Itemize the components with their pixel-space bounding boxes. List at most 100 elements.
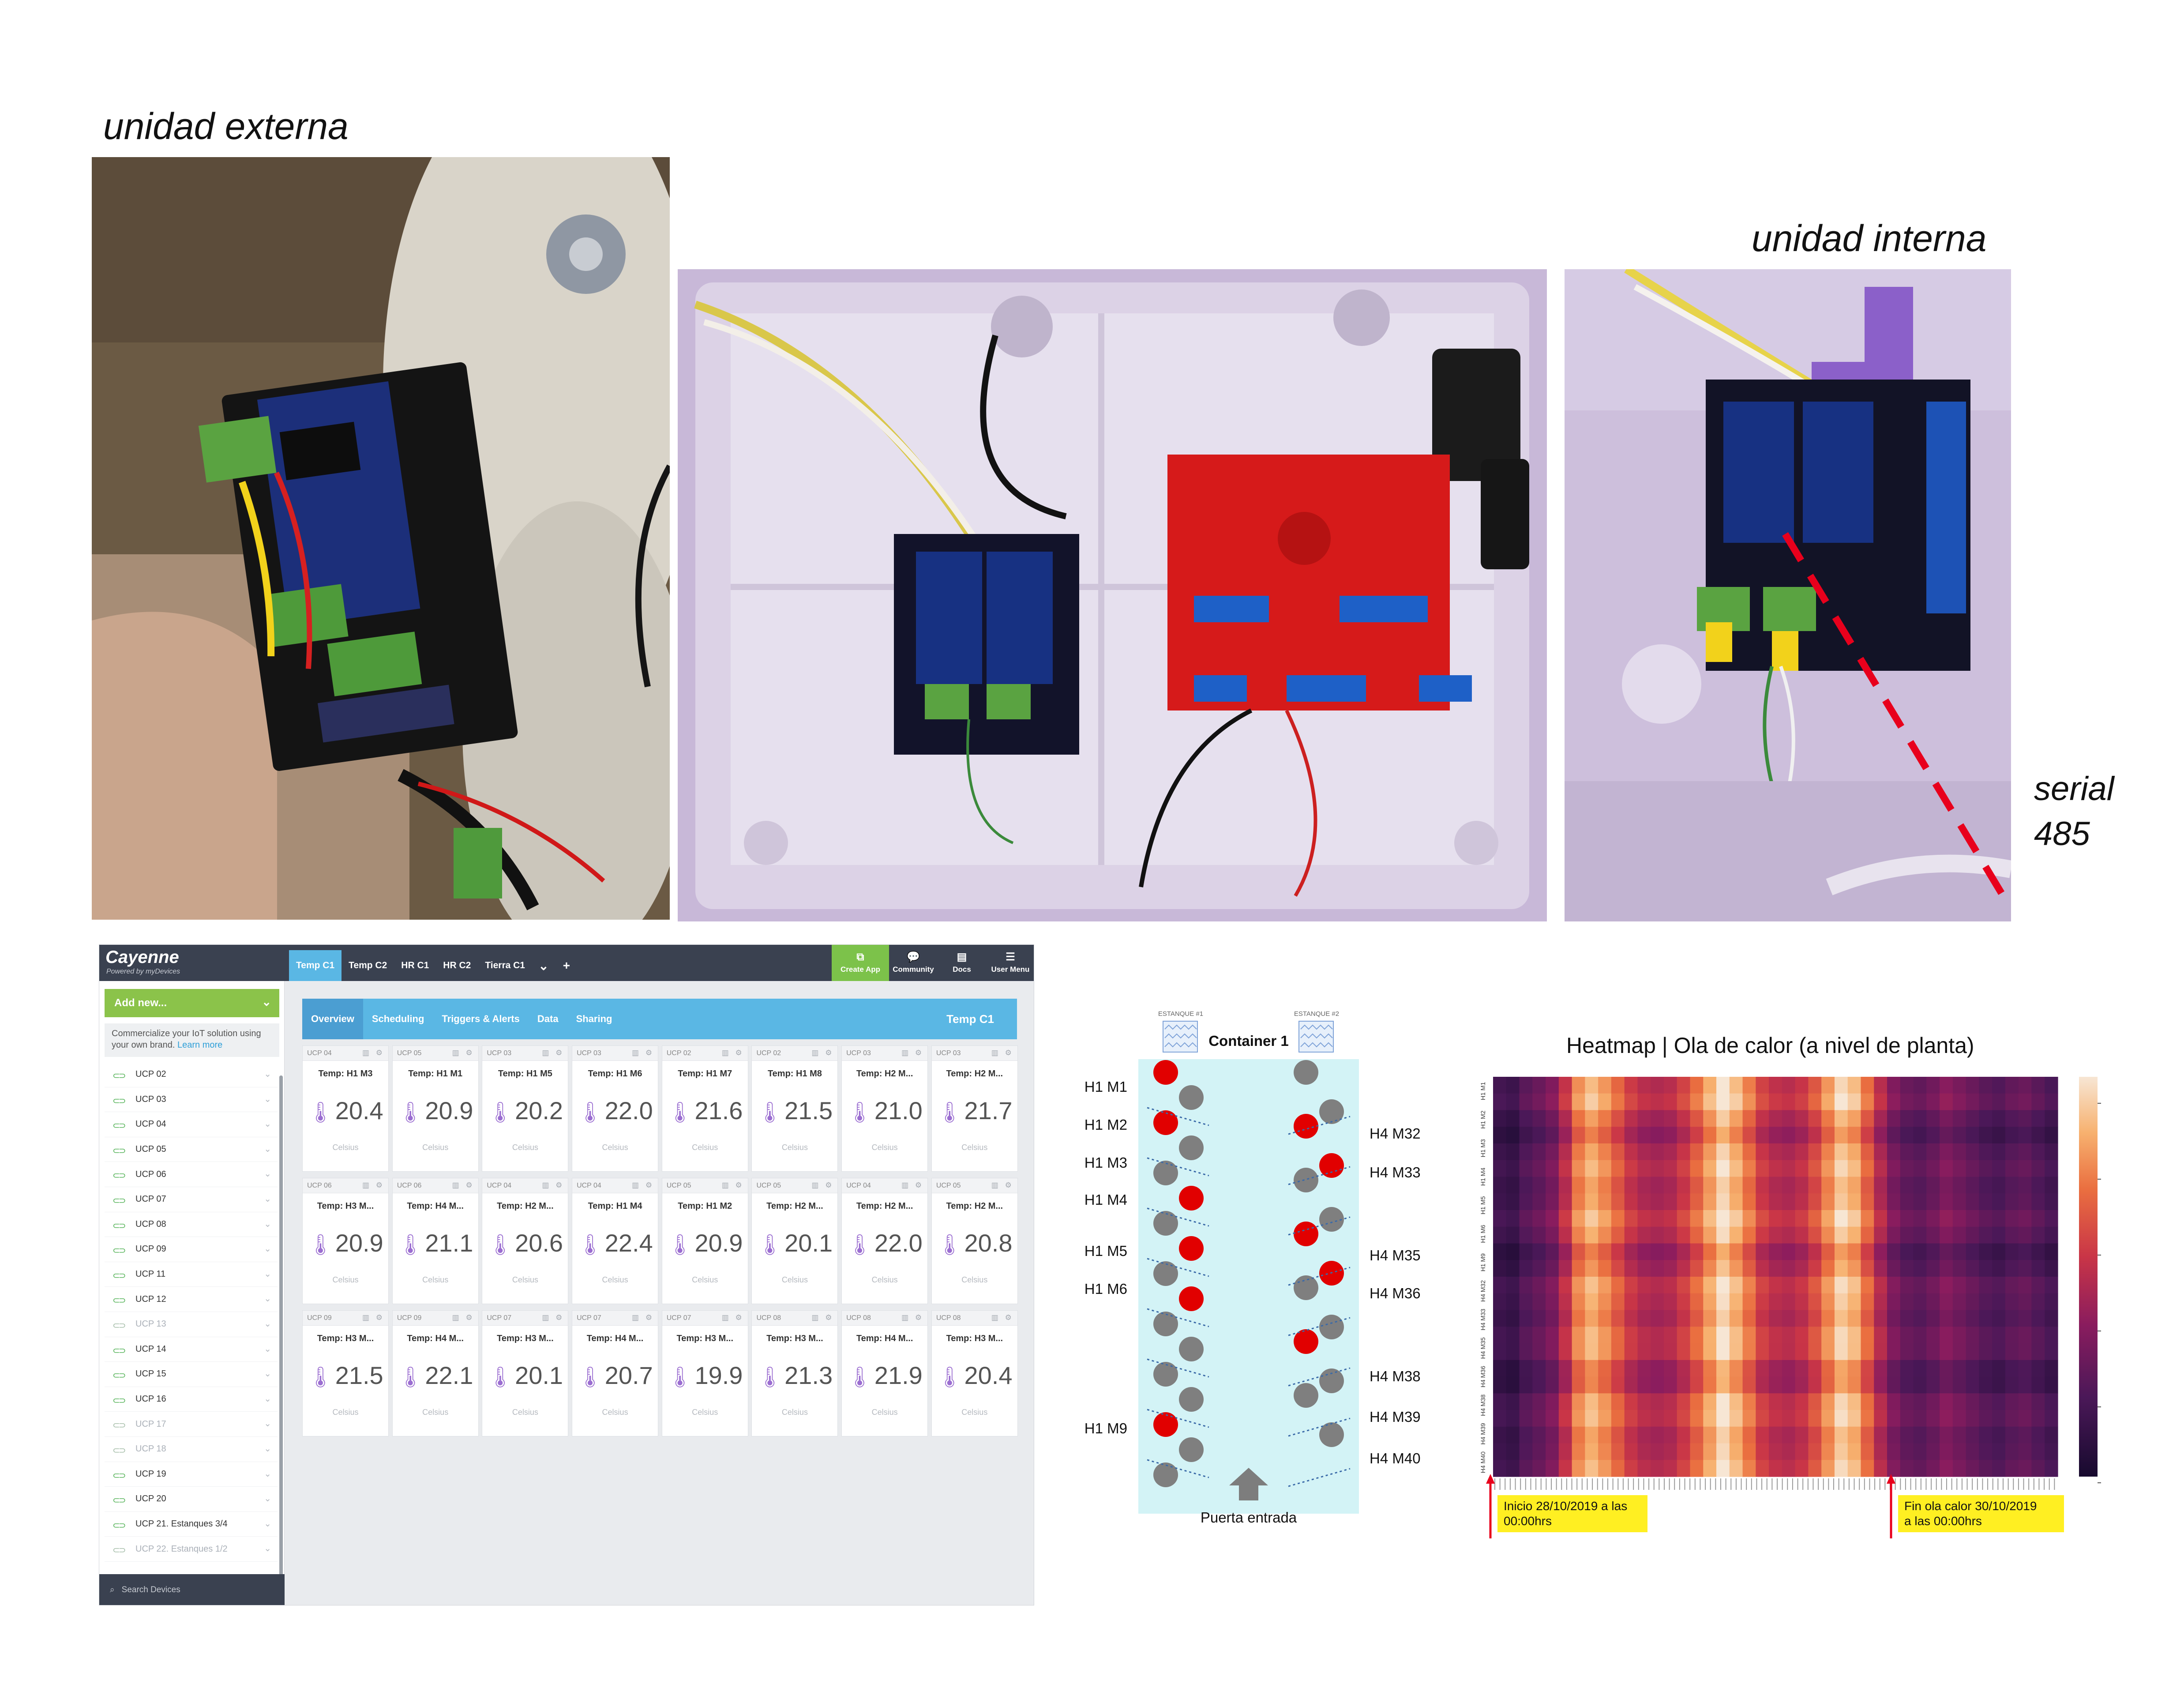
sidebar-device-item[interactable]: ⊂⊃UCP 20⌄ — [105, 1487, 278, 1512]
sidebar-device-item[interactable]: ⊂⊃UCP 18⌄ — [105, 1437, 278, 1462]
subtab-data[interactable]: Data — [537, 1013, 559, 1024]
sidebar-device-item[interactable]: ⊂⊃UCP 12⌄ — [105, 1287, 278, 1312]
sidebar-device-item[interactable]: ⊂⊃UCP 13⌄ — [105, 1312, 278, 1337]
sidebar-device-item[interactable]: ⊂⊃UCP 21. Estanques 3/4⌄ — [105, 1512, 278, 1537]
more-tabs-chevron-icon[interactable]: ⌄ — [538, 959, 549, 973]
chevron-down-icon[interactable]: ⌄ — [264, 1394, 271, 1404]
sidebar-device-item[interactable]: ⊂⊃UCP 08⌄ — [105, 1212, 278, 1237]
chevron-down-icon[interactable]: ⌄ — [264, 1244, 271, 1254]
add-new-button[interactable]: Add new... ⌄ — [105, 989, 279, 1017]
sidebar-device-item[interactable]: ⊂⊃UCP 06⌄ — [105, 1162, 278, 1187]
sidebar-device-item[interactable]: ⊂⊃UCP 14⌄ — [105, 1337, 278, 1362]
chevron-down-icon[interactable]: ⌄ — [264, 1294, 271, 1304]
chevron-down-icon[interactable]: ⌄ — [264, 1494, 271, 1504]
widget-settings-icon[interactable]: ▥ ⚙ — [721, 1049, 744, 1057]
docs-button[interactable]: ▤ Docs — [938, 945, 986, 981]
widget-settings-icon[interactable]: ▥ ⚙ — [901, 1181, 924, 1189]
widget-settings-icon[interactable]: ▥ ⚙ — [632, 1049, 655, 1057]
chevron-down-icon[interactable]: ⌄ — [264, 1219, 271, 1229]
tab-temp-c2[interactable]: Temp C2 — [349, 960, 387, 970]
chevron-down-icon[interactable]: ⌄ — [264, 1519, 271, 1529]
sidebar-device-item[interactable]: ⊂⊃UCP 04⌄ — [105, 1112, 278, 1137]
subtab-overview[interactable]: Overview — [302, 999, 363, 1039]
sidebar-device-item[interactable]: ⊂⊃UCP 05⌄ — [105, 1137, 278, 1162]
widget-settings-icon[interactable]: ▥ ⚙ — [542, 1049, 565, 1057]
user-menu-button[interactable]: ☰ User Menu — [986, 945, 1034, 981]
tab-tierra-c1[interactable]: Tierra C1 — [485, 960, 525, 970]
widget-settings-icon[interactable]: ▥ ⚙ — [811, 1313, 834, 1322]
chevron-down-icon[interactable]: ⌄ — [264, 1144, 271, 1154]
subtab-triggers-alerts[interactable]: Triggers & Alerts — [442, 1013, 520, 1024]
widget-settings-icon[interactable]: ▥ ⚙ — [991, 1181, 1014, 1189]
tab-hr-c2[interactable]: HR C2 — [443, 960, 471, 970]
widget-settings-icon[interactable]: ▥ ⚙ — [452, 1313, 475, 1322]
widget-settings-icon[interactable]: ▥ ⚙ — [362, 1181, 385, 1189]
widget-settings-icon[interactable]: ▥ ⚙ — [811, 1181, 834, 1189]
widget-settings-icon[interactable]: ▥ ⚙ — [721, 1313, 744, 1322]
sidebar-scrollbar[interactable] — [279, 1075, 283, 1587]
learn-more-link[interactable]: Learn more — [177, 1040, 223, 1050]
sidebar-device-item[interactable]: ⊂⊃UCP 09⌄ — [105, 1237, 278, 1262]
sidebar-device-item[interactable]: ⊂⊃UCP 15⌄ — [105, 1362, 278, 1387]
widget-settings-icon[interactable]: ▥ ⚙ — [362, 1313, 385, 1322]
search-devices-bar[interactable]: ⌕ Search Devices — [99, 1574, 285, 1605]
chevron-down-icon[interactable]: ⌄ — [264, 1194, 271, 1204]
chevron-down-icon[interactable]: ⌄ — [264, 1469, 271, 1479]
sidebar-device-item[interactable]: ⊂⊃UCP 17⌄ — [105, 1412, 278, 1437]
subtab-scheduling[interactable]: Scheduling — [372, 1013, 424, 1024]
widget-settings-icon[interactable]: ▥ ⚙ — [542, 1313, 565, 1322]
sidebar-device-item[interactable]: ⊂⊃UCP 16⌄ — [105, 1387, 278, 1412]
create-app-button[interactable]: ⧉ Create App — [832, 945, 889, 981]
chevron-down-icon[interactable]: ⌄ — [264, 1094, 271, 1104]
sidebar-device-item[interactable]: ⊂⊃UCP 11⌄ — [105, 1262, 278, 1287]
community-button[interactable]: 💬 Community — [889, 945, 938, 981]
widget-settings-icon[interactable]: ▥ ⚙ — [362, 1049, 385, 1057]
chevron-down-icon[interactable]: ⌄ — [264, 1444, 271, 1454]
widget-settings-icon[interactable]: ▥ ⚙ — [811, 1049, 834, 1057]
widget-settings-icon[interactable]: ▥ ⚙ — [721, 1181, 744, 1189]
tab-hr-c1[interactable]: HR C1 — [401, 960, 429, 970]
widget-settings-icon[interactable]: ▥ ⚙ — [632, 1181, 655, 1189]
widget-settings-icon[interactable]: ▥ ⚙ — [901, 1313, 924, 1322]
widget-settings-icon[interactable]: ▥ ⚙ — [991, 1313, 1014, 1322]
chevron-down-icon[interactable]: ⌄ — [264, 1069, 271, 1079]
widget-settings-icon[interactable]: ▥ ⚙ — [632, 1313, 655, 1322]
sidebar-device-item[interactable]: ⊂⊃UCP 02⌄ — [105, 1062, 278, 1087]
chevron-down-icon[interactable]: ⌄ — [264, 1344, 271, 1354]
sidebar-device-item[interactable]: ⊂⊃UCP 07⌄ — [105, 1187, 278, 1212]
sidebar-device-item[interactable]: ⊂⊃UCP 19⌄ — [105, 1462, 278, 1487]
chevron-down-icon[interactable]: ⌄ — [264, 1544, 271, 1554]
cayenne-logo[interactable]: Cayenne — [105, 947, 179, 967]
chevron-down-icon[interactable]: ⌄ — [264, 1319, 271, 1329]
widget-settings-icon[interactable]: ▥ ⚙ — [901, 1049, 924, 1057]
chevron-down-icon[interactable]: ⌄ — [264, 1369, 271, 1379]
search-devices-input[interactable]: Search Devices — [121, 1585, 180, 1594]
subtab-sharing[interactable]: Sharing — [576, 1013, 612, 1024]
chevron-down-icon[interactable]: ⌄ — [264, 1169, 271, 1179]
widget-settings-icon[interactable]: ▥ ⚙ — [452, 1049, 475, 1057]
widget-settings-icon[interactable]: ▥ ⚙ — [542, 1181, 565, 1189]
